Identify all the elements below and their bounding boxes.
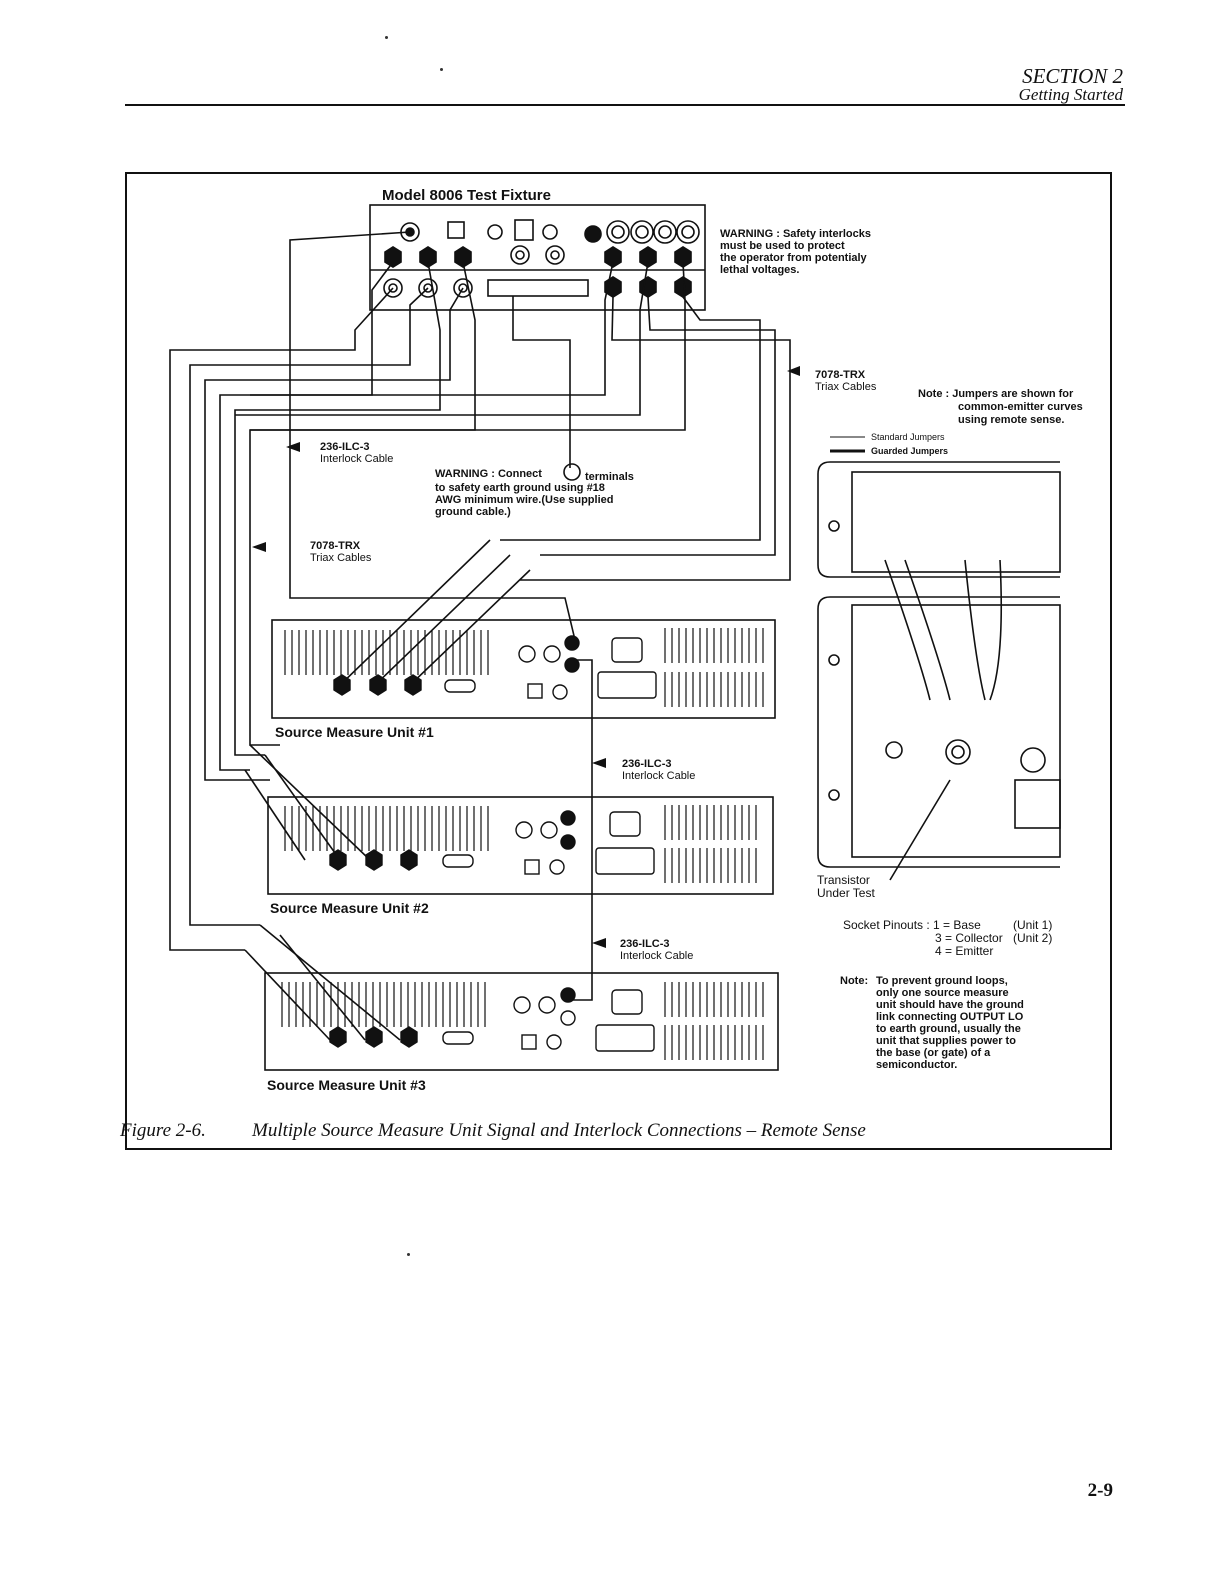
smu-2-panel (267, 796, 774, 895)
note-ground-line4: link connecting OUTPUT LO (876, 1011, 1024, 1023)
socket-pinouts-line3: 4 = Emitter (935, 944, 994, 958)
triax-left-label: 7078-TRX (310, 540, 361, 552)
warning-interlock-line2: must be used to protect (720, 240, 845, 252)
scan-speck (385, 36, 388, 39)
standard-jumpers-legend: Standard Jumpers (871, 432, 945, 442)
warning-interlock-line4: lethal voltages. (720, 264, 800, 276)
section-subtitle: Getting Started (1018, 85, 1123, 104)
figure-frame (125, 172, 1112, 1150)
figure-title: Multiple Source Measure Unit Signal and … (252, 1120, 866, 1141)
transistor-sub: Under Test (817, 886, 875, 900)
smu-1-label: Source Measure Unit #1 (275, 724, 434, 740)
warning-interlock-line1: WARNING : Safety interlocks (720, 228, 871, 240)
triax-right-label: 7078-TRX (815, 369, 866, 381)
note-jumpers-line2: common-emitter curves (958, 401, 1083, 413)
warning-ground-line1: WARNING : Connect (435, 468, 542, 480)
smu-2-label: Source Measure Unit #2 (270, 900, 429, 916)
interlock-cable-mid2-sub: Interlock Cable (620, 950, 694, 962)
warning-ground-line1b: terminals (585, 471, 634, 483)
warning-ground-line2: to safety earth ground using #18 (435, 482, 605, 494)
smu-3-panel (264, 972, 779, 1071)
note-jumpers-line1: Note : Jumpers are shown for (918, 388, 1074, 400)
note-ground-line1: To prevent ground loops, (876, 975, 1008, 987)
note-ground-line3: unit should have the ground (876, 999, 1024, 1011)
note-ground-line2: only one source measure (876, 987, 1009, 999)
note-ground-line8: semiconductor. (876, 1059, 958, 1071)
scan-speck (440, 68, 443, 71)
socket-pinouts-line2: 3 = Collector (935, 931, 1003, 945)
note-ground-heading: Note: (840, 975, 869, 987)
socket-pinouts-line1: Socket Pinouts : 1 = Base (843, 918, 981, 932)
note-ground-line5: to earth ground, usually the (876, 1023, 1021, 1035)
note-ground-line6: unit that supplies power to (876, 1035, 1016, 1047)
socket-pinouts-unit1: (Unit 1) (1013, 918, 1053, 932)
warning-ground-line4: ground cable.) (435, 506, 511, 518)
warning-interlock-line3: the operator from potentialy (720, 252, 867, 264)
test-fixture-panel (369, 204, 706, 311)
interlock-cable-left-sub: Interlock Cable (320, 453, 394, 465)
smu-1-panel (271, 619, 776, 719)
figure-number: Figure 2-6. (120, 1120, 206, 1141)
triax-left-sub: Triax Cables (310, 552, 372, 564)
transistor-label: Transistor (817, 873, 870, 887)
fixture-title: Model 8006 Test Fixture (382, 187, 551, 204)
guarded-jumpers-legend: Guarded Jumpers (871, 446, 949, 456)
triax-right-sub: Triax Cables (815, 381, 877, 393)
header-rule (125, 104, 1125, 106)
smu-3-label: Source Measure Unit #3 (267, 1077, 426, 1093)
note-ground-line7: the base (or gate) of a (876, 1047, 991, 1059)
note-jumpers-line3: using remote sense. (958, 414, 1065, 426)
interlock-cable-mid1-label: 236-ILC-3 (622, 758, 672, 770)
socket-pinouts-unit2: (Unit 2) (1013, 931, 1053, 945)
interlock-cable-mid1-sub: Interlock Cable (622, 770, 696, 782)
section-heading: SECTION 2 (1022, 64, 1123, 88)
interlock-cable-mid2-label: 236-ILC-3 (620, 938, 670, 950)
page-number: 2-9 (1087, 1480, 1113, 1501)
interlock-cable-left-label: 236-ILC-3 (320, 441, 370, 453)
warning-ground-line3: AWG minimum wire.(Use supplied (435, 494, 614, 506)
scan-speck (407, 1253, 410, 1256)
figure-caption: Figure 2-6. Multiple Source Measure Unit … (120, 1120, 866, 1142)
